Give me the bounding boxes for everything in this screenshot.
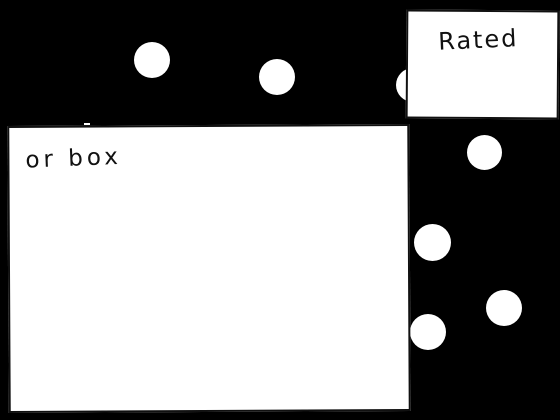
white-dot[interactable] <box>410 314 446 350</box>
white-dot[interactable] <box>259 59 295 95</box>
white-dot[interactable] <box>486 290 522 326</box>
white-dot[interactable] <box>467 135 502 170</box>
white-dot[interactable] <box>414 224 451 261</box>
main-box-panel: or box <box>7 123 411 414</box>
rated-panel: Rated <box>405 9 560 120</box>
white-dot[interactable] <box>134 42 170 78</box>
small-mark <box>84 123 90 125</box>
rated-label: Rated <box>437 24 520 56</box>
box-label: or box <box>24 143 123 174</box>
